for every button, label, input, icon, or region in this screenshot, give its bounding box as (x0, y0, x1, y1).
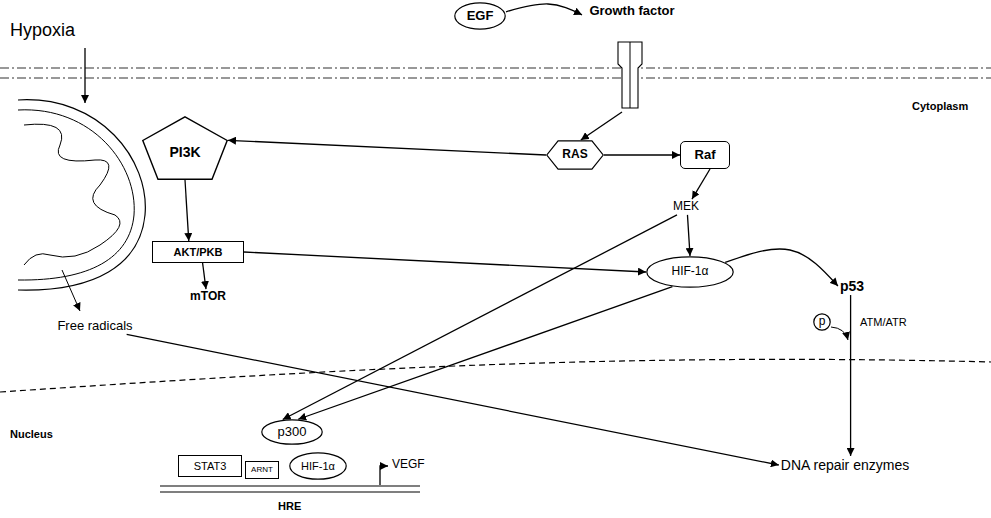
transcription-arrow (380, 466, 388, 485)
node-label: HIF-1α (672, 265, 709, 279)
radical-arrow (62, 270, 80, 311)
compartment-label: Cytoplasm (912, 100, 968, 113)
kinase-box: Raf (680, 141, 730, 169)
phosphate-circle: p (813, 313, 831, 331)
kinase-box: AKT/PKB (152, 241, 244, 263)
membrane-line (0, 67, 991, 68)
node-label: STAT3 (194, 460, 227, 473)
phosphorylation-arc (831, 327, 848, 340)
factor-box: ARNT (245, 461, 279, 478)
kinase-label: ATM/ATR (860, 316, 907, 329)
radical-text: Free radicals (55, 318, 134, 335)
dna-strand (160, 491, 420, 492)
signal-arrow (692, 169, 710, 199)
compartment-label: Nucleus (10, 428, 53, 441)
signal-arrow (298, 287, 672, 420)
node-label: mTOR (190, 290, 226, 304)
node-label: MEK (673, 200, 699, 214)
mitochondrion-inner (18, 110, 134, 280)
receptor-symbol (582, 4, 682, 112)
mitochondrion-cristae (24, 124, 120, 265)
nuclear-envelope (0, 359, 991, 392)
protein-text: p53 (838, 277, 866, 295)
dna-strand (160, 485, 420, 486)
node-label: ARNT (251, 465, 273, 474)
factor-ellipse: HIF-1α (289, 452, 347, 480)
stimulus-label: Hypoxia (10, 20, 75, 41)
signal-arrow (127, 334, 779, 465)
membrane-line (0, 77, 991, 78)
enzyme-text: DNA repair enzymes (779, 456, 911, 474)
factor-ellipse: HIF-1α (646, 256, 734, 288)
signal-arrow (687, 215, 690, 256)
receptor-node: Growth factor (582, 4, 682, 112)
gene-label: VEGF (392, 458, 425, 472)
element-label: HRE (278, 500, 301, 513)
signal-arrow (283, 215, 677, 420)
signal-arrow (725, 249, 838, 286)
signal-arrow (228, 140, 546, 155)
hypoxia-arrow (84, 48, 85, 103)
gtpase-hexagon: RAS (546, 140, 604, 170)
factor-box: STAT3 (178, 455, 242, 477)
signal-arrow (581, 112, 622, 140)
node-label: Free radicals (57, 319, 132, 334)
ligand-circle: EGF (454, 2, 506, 30)
node-label: AKT/PKB (174, 246, 223, 259)
coactivator-ellipse: p300 (261, 419, 323, 445)
node-label: RAS (562, 148, 587, 162)
kinase-text: MEK (671, 199, 701, 215)
node-label: p (819, 315, 826, 329)
protein-text: mTOR (188, 289, 228, 305)
node-label: HIF-1α (301, 460, 335, 473)
node-label: EGF (467, 9, 494, 24)
signal-arrow (185, 180, 189, 241)
node-label: Raf (695, 148, 716, 163)
node-label: PI3K (169, 144, 200, 160)
node-label: p53 (840, 278, 864, 294)
signal-arrow (203, 263, 206, 289)
signal-arrow (604, 154, 680, 155)
signal-arrow (506, 4, 582, 15)
signal-arrow (850, 295, 851, 456)
node-label: p300 (278, 425, 307, 440)
mitochondrion-outer (18, 100, 145, 290)
node-label: Growth factor (589, 4, 674, 19)
kinase-pentagon: PI3K (142, 116, 228, 180)
node-label: DNA repair enzymes (781, 457, 909, 473)
